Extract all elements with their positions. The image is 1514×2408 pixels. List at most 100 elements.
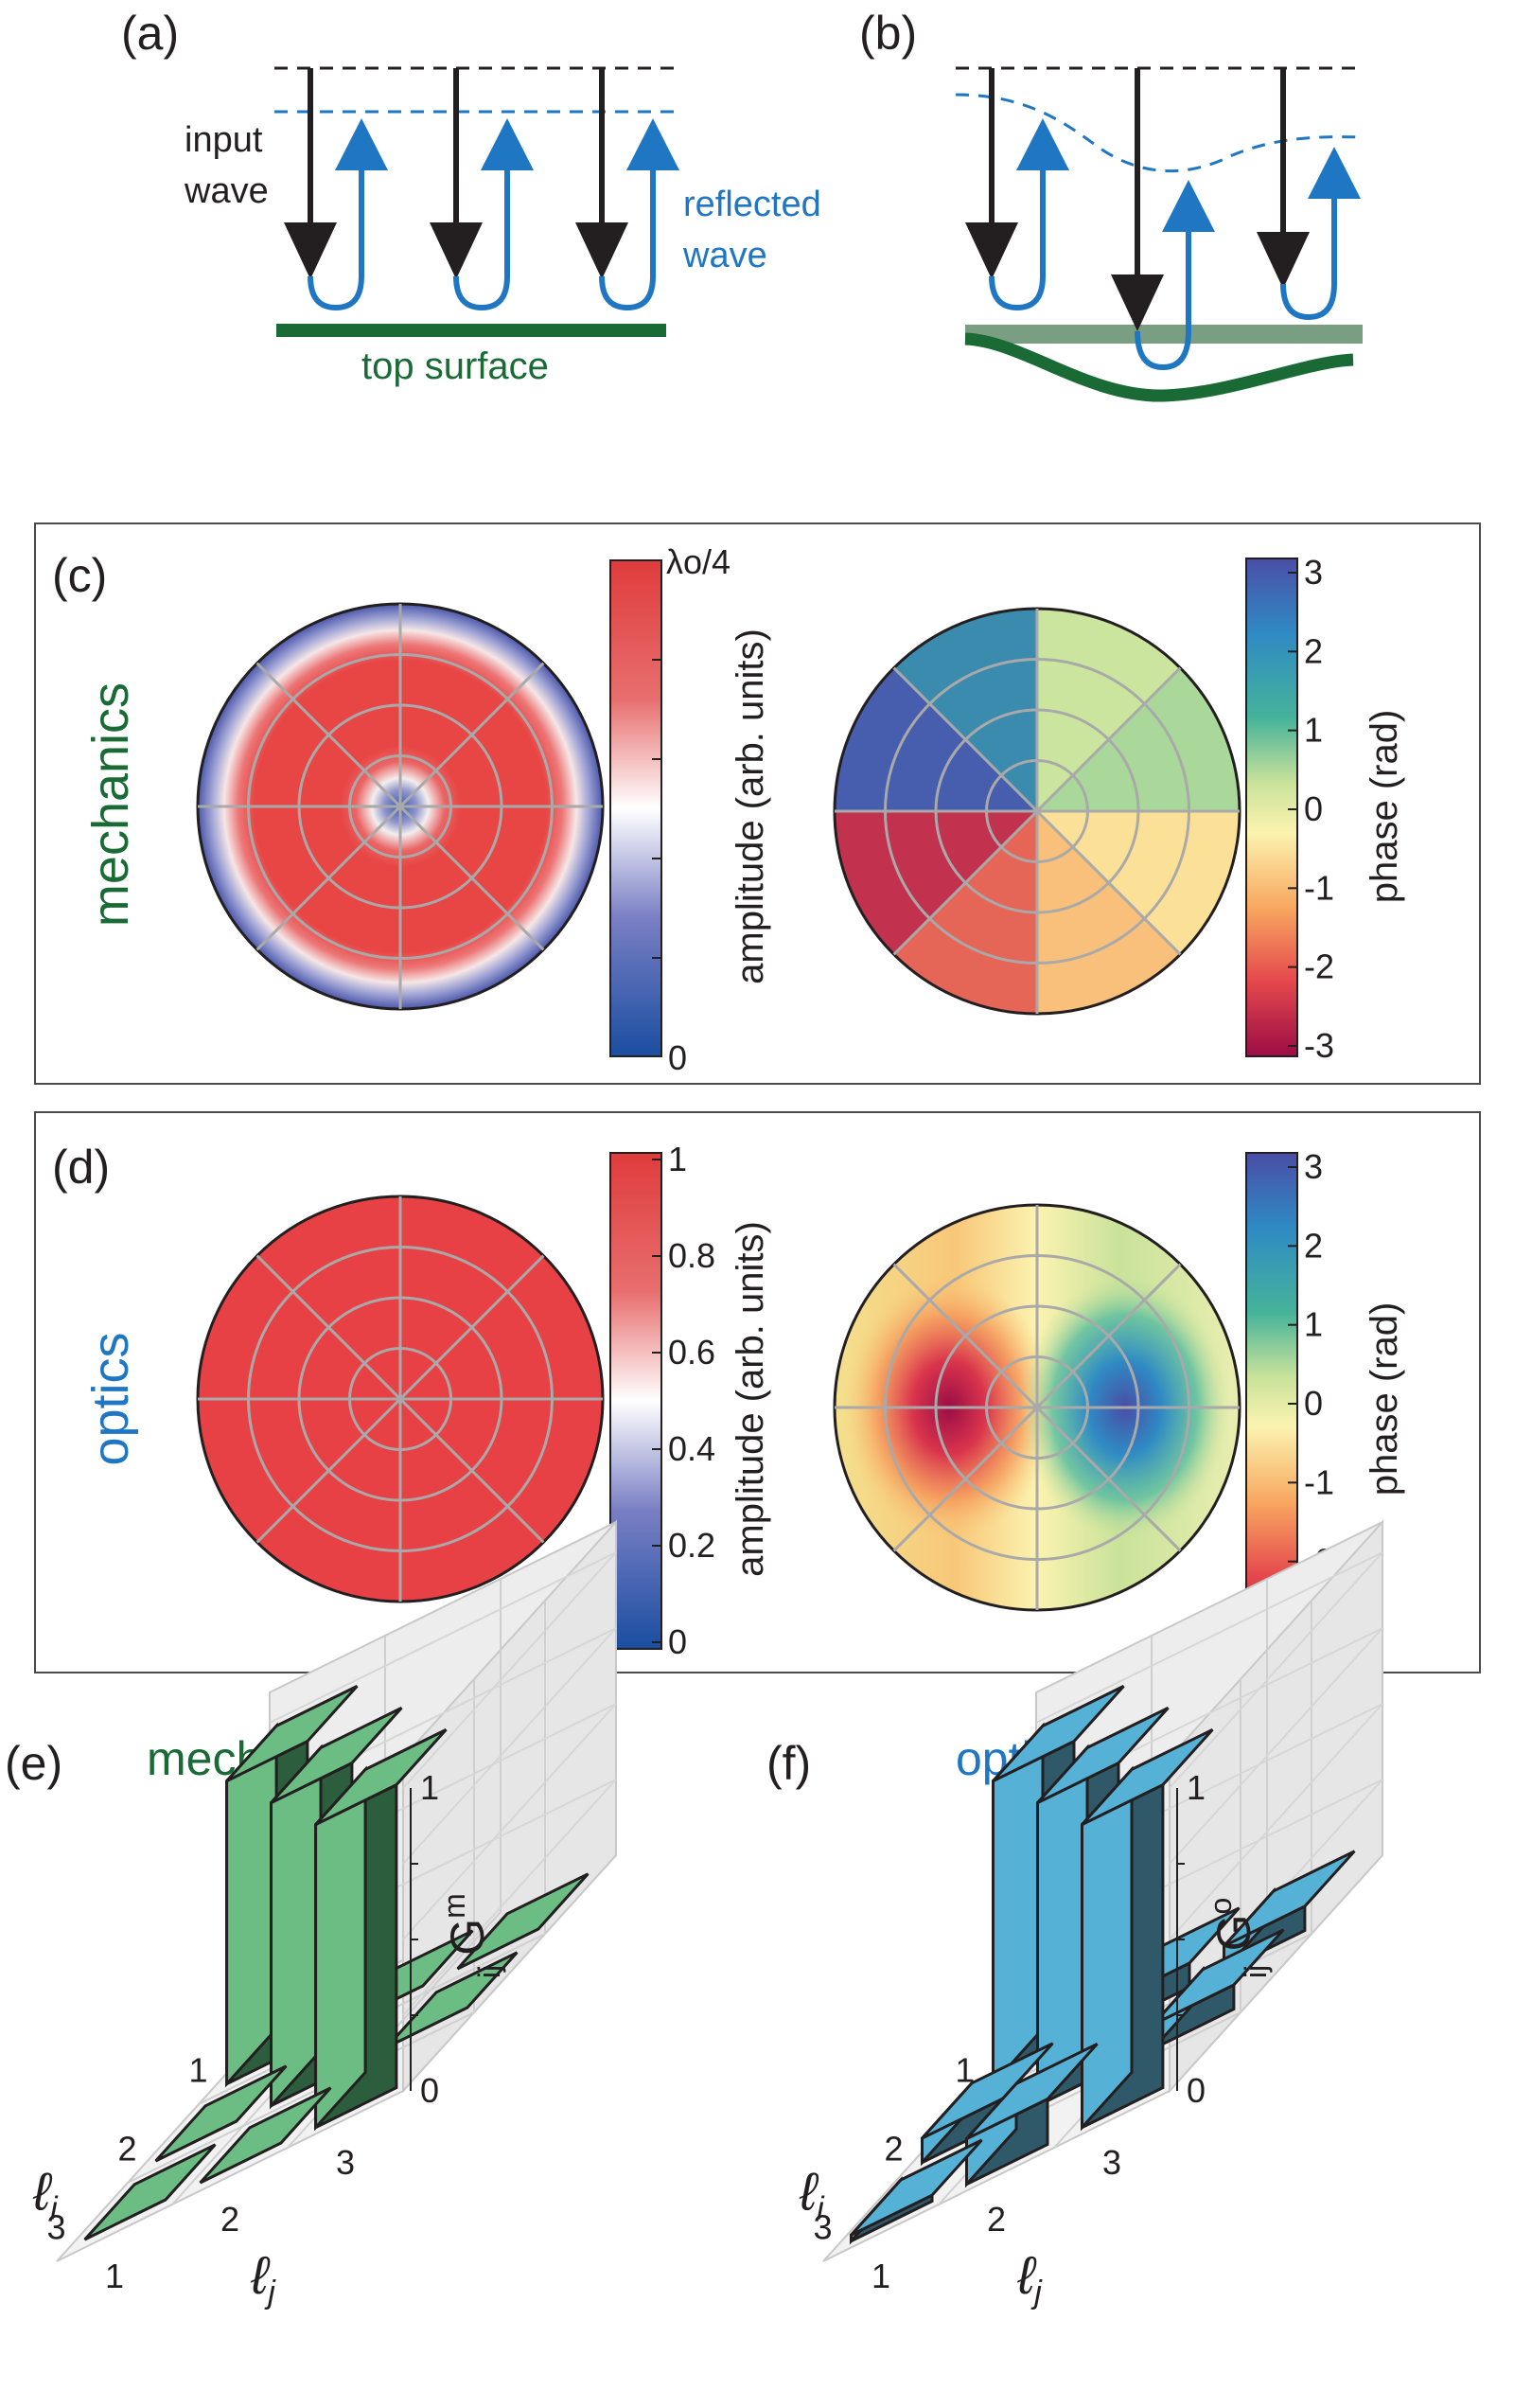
input-wave-line2: wave (184, 171, 269, 211)
bar-face-side (225, 1722, 278, 2088)
bar-face-top (1152, 1928, 1285, 2027)
input-wave-line1: input (185, 120, 263, 160)
panel-d-label: (d) (52, 1141, 110, 1194)
bar-2-1 (921, 2042, 1054, 2167)
colorbar-tick-label: -3 (1304, 1026, 1334, 1065)
z-tick-label: 0 (420, 2071, 439, 2110)
colorbar-tick-label: 0.8 (668, 1236, 715, 1275)
original-surface (965, 325, 1363, 344)
panel-c-frame (34, 522, 1481, 1085)
z-tick-label: 1 (420, 1768, 439, 1807)
bar-3-2 (199, 2086, 332, 2185)
phase-axis-label: phase (rad) (1364, 1302, 1405, 1496)
i-tick-label: 2 (118, 2130, 137, 2169)
bar-face-top (314, 1728, 448, 1826)
polar-grid (198, 1196, 603, 1602)
panel-e: (e)mechanics10Gmij123123ℓiℓj (5, 1519, 617, 2311)
distorted-front (955, 93, 1364, 173)
panel-c: (c) mechanics λo/4 0 amplitude (arb. uni… (34, 522, 1481, 1085)
grid-spoke (255, 662, 545, 951)
colorbar-tick-label: 1 (1304, 1305, 1323, 1344)
bar-3-2 (965, 2043, 1099, 2188)
bar-face-side (992, 1722, 1045, 2088)
polar-grid (835, 609, 1240, 1014)
z-axis-label-sub: ij (1239, 1965, 1273, 1978)
j-tick-label: 3 (1102, 2143, 1121, 2182)
j-tick-label: 1 (105, 2257, 124, 2295)
colorbar-tick-label: 0 (1304, 1384, 1323, 1423)
colorbar-tick-label: 2 (1304, 631, 1323, 670)
bar-face-top (1223, 1850, 1356, 1948)
j-axis-label: ℓj (1016, 2245, 1043, 2311)
top-surface-label: top surface (361, 345, 549, 387)
amplitude-colorbar (609, 1152, 662, 1650)
polar-grid (198, 604, 603, 1009)
i-tick-label: 3 (47, 2208, 66, 2247)
i-axis-label: ℓi (32, 2161, 59, 2226)
amplitude-colorbar-ticks (652, 559, 661, 1057)
z-axis-label-sub: ij (472, 1965, 506, 1978)
panel-a: (a) input wave reflected wave top surfac… (121, 7, 821, 387)
floor-gridline (127, 2011, 475, 2184)
colorbar-tick-label: 0.6 (668, 1333, 715, 1372)
i-tick-label: 2 (885, 2130, 904, 2169)
wall-gridline (1035, 1627, 1383, 1865)
reflected-arrows (308, 118, 679, 311)
bar-1-3 (456, 1872, 590, 1971)
bar-face-top (1036, 1707, 1170, 1804)
j-tick-label: 2 (987, 2200, 1006, 2239)
panel-a-label: (a) (121, 7, 179, 60)
wall-gridline (269, 1627, 617, 1865)
z-axis-label: Gm (437, 1893, 494, 1956)
colorbar-tick-label: 0 (1304, 789, 1323, 828)
bar-face-top (270, 1707, 403, 1804)
panel-d: (d) optics 1 0.8 0.6 0.4 0.2 0 amplitude (arb… (34, 1111, 1481, 1673)
panel-label: (f) (766, 1737, 811, 1790)
grid-spoke (892, 666, 1182, 956)
panel-d-frame (34, 1111, 1481, 1673)
i-tick-label: 3 (814, 2208, 833, 2247)
grid-spoke (255, 1254, 545, 1544)
colorbar-tick-label: 0.2 (668, 1526, 715, 1565)
bar-face-top (1081, 1728, 1214, 1826)
row-label-optics: optics (82, 1332, 139, 1465)
j-axis-label: ℓj (250, 2245, 276, 2311)
j-tick-label: 2 (220, 2200, 239, 2239)
panel-b: (b) (859, 7, 1364, 402)
colorbar-tick-label: 1 (668, 1140, 687, 1178)
i-axis-label: ℓi (799, 2161, 825, 2226)
colorbar-tick-label: 3 (1304, 1147, 1323, 1186)
colorbar-tick-label: 0 (668, 1622, 687, 1661)
wall-gridline (269, 1551, 617, 1789)
bar-3-1 (83, 2143, 217, 2241)
bar-2-3 (385, 1951, 519, 2049)
polar-grid (835, 1205, 1240, 1610)
colorbar-tick-label: 1 (1304, 711, 1323, 750)
bar-3-3 (1081, 1728, 1214, 2132)
reflected-wave-line2: wave (682, 236, 767, 275)
input-arrows (284, 68, 628, 279)
top-surface-bar (276, 324, 666, 337)
panel-c-label: (c) (52, 549, 107, 602)
phase-colorbar-ticks (1288, 572, 1297, 1047)
amplitude-axis-label: amplitude (arb. units) (730, 629, 771, 984)
reflected-wave-line1: reflected (683, 185, 821, 224)
phase-colorbar (1245, 558, 1298, 1057)
j-tick-label: 1 (871, 2257, 890, 2295)
panel-f: (f)optics10Goij123123ℓiℓj (766, 1519, 1383, 2311)
colorbar-tick-label: -1 (1304, 1462, 1334, 1501)
z-axis-label: Go (1204, 1898, 1260, 1952)
panel-label: (e) (5, 1737, 62, 1790)
amplitude-colorbar (609, 559, 662, 1057)
amplitude-axis-label: amplitude (arb. units) (730, 1221, 771, 1577)
colorbar-tick-label: 0.4 (668, 1429, 715, 1468)
colorbar-tick-label: -1 (1304, 868, 1334, 907)
deformed-surface (964, 332, 1354, 402)
bar-3-1 (850, 2138, 983, 2245)
panel-b-label: (b) (859, 7, 917, 60)
phase-axis-label: phase (rad) (1364, 710, 1405, 904)
grid-spoke (892, 1263, 1182, 1552)
bar-face-side (270, 1744, 323, 2110)
